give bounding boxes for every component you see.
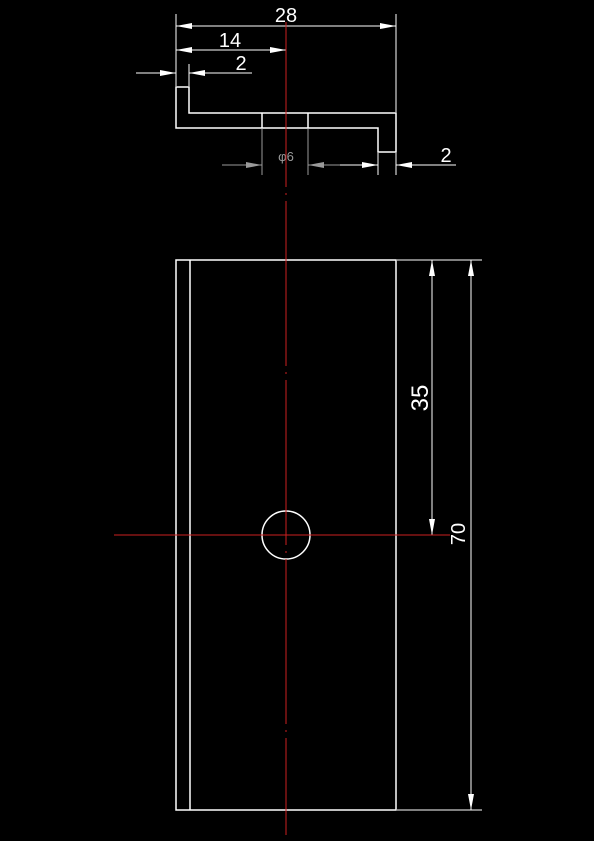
dim-text-14: 14 <box>219 30 241 52</box>
side-view: 28 14 2 φ6 2 <box>136 5 456 175</box>
dim-text-2-left: 2 <box>235 53 246 75</box>
dim-text-2-right: 2 <box>440 145 451 167</box>
side-view-profile <box>175 86 397 153</box>
center-lines <box>114 22 450 835</box>
dim-text-28: 28 <box>275 5 297 27</box>
dim-text-35: 35 <box>407 385 434 412</box>
dim-text-70: 70 <box>448 523 470 545</box>
